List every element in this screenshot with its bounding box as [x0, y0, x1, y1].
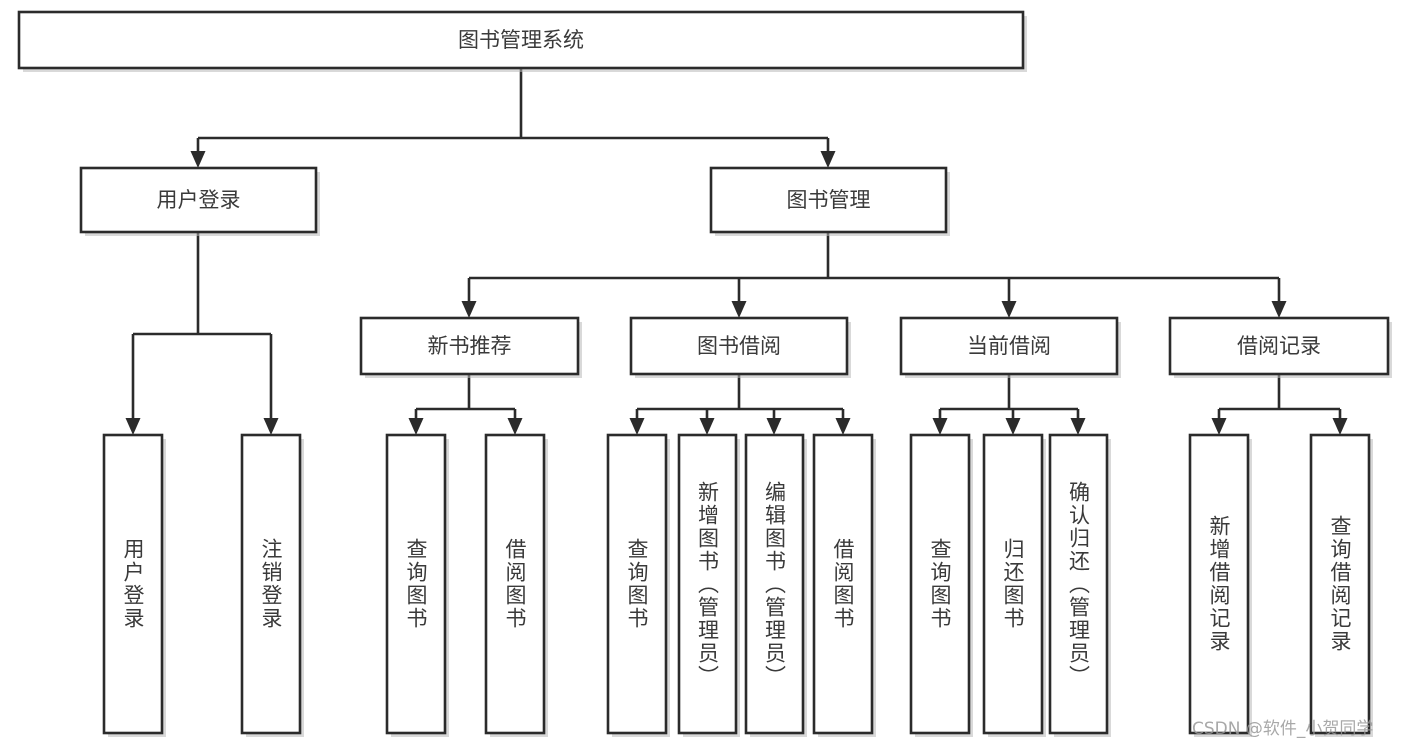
- connector-arrowhead: [1005, 418, 1021, 435]
- node-root-0-图书管理系统-label: 图书管理系统: [458, 28, 584, 52]
- node-level3-0-新书推荐[interactable]: [359, 316, 580, 376]
- node-box-layer: [17, 10, 1392, 737]
- node-leaf-1-注销登录[interactable]: [240, 433, 302, 735]
- connector-arrowhead: [835, 418, 851, 435]
- node-leaf-10-确认归还管理员[interactable]: [1048, 433, 1109, 735]
- node-leaf-0-用户登录[interactable]: [102, 433, 164, 735]
- connector-arrowhead: [766, 418, 782, 435]
- connector-arrowhead: [932, 418, 948, 435]
- node-level2-1-图书管理-label: 图书管理: [787, 188, 871, 212]
- csdn-watermark: CSDN @软件_小贺同学: [1192, 719, 1374, 739]
- node-level3-0-新书推荐-label: 新书推荐: [428, 334, 512, 358]
- node-level3-3-借阅记录[interactable]: [1168, 316, 1390, 376]
- node-leaf-12-查询借阅记录[interactable]: [1309, 433, 1371, 735]
- node-level3-3-借阅记录-label: 借阅记录: [1237, 334, 1321, 358]
- node-leaf-4-查询图书[interactable]: [606, 433, 668, 735]
- connector-arrowhead: [1271, 301, 1287, 318]
- node-leaf-5-新增图书管理员[interactable]: [677, 433, 738, 735]
- connector-bookmgmt-to-level3: [467, 232, 1281, 302]
- node-leaf-3-借阅图书[interactable]: [484, 433, 546, 735]
- connector-borrow-to-leaves: [635, 374, 845, 419]
- node-level2-0-用户登录[interactable]: [79, 166, 318, 234]
- node-leaf-11-新增借阅记录[interactable]: [1188, 433, 1250, 735]
- connector-arrowhead: [461, 301, 477, 318]
- connector-arrowhead: [408, 418, 424, 435]
- node-leaf-8-查询图书[interactable]: [909, 433, 971, 735]
- connector-record-to-leaves: [1217, 374, 1342, 419]
- connector-arrowhead: [1070, 418, 1086, 435]
- node-level2-1-图书管理[interactable]: [709, 166, 948, 234]
- node-level3-2-当前借阅[interactable]: [899, 316, 1119, 376]
- connector-arrowhead: [125, 418, 141, 435]
- node-level3-2-当前借阅-label: 当前借阅: [967, 334, 1051, 358]
- node-leaf-2-查询图书[interactable]: [385, 433, 447, 735]
- connector-root-to-level2: [196, 68, 830, 152]
- connector-arrowhead: [263, 418, 279, 435]
- connector-arrowhead: [629, 418, 645, 435]
- connector-arrowhead: [820, 151, 836, 168]
- connector-current-to-leaves: [938, 374, 1080, 419]
- node-level3-1-图书借阅-label: 图书借阅: [697, 334, 781, 358]
- connector-arrowhead: [1001, 301, 1017, 318]
- node-level2-0-用户登录-label: 用户登录: [157, 188, 241, 212]
- node-leaf-9-归还图书[interactable]: [982, 433, 1044, 735]
- node-root-0-图书管理系统[interactable]: [17, 10, 1025, 70]
- connector-arrowhead: [731, 301, 747, 318]
- connector-arrowhead: [1211, 418, 1227, 435]
- connector-newbook-to-leaves: [414, 374, 517, 419]
- connector-arrowhead: [699, 418, 715, 435]
- connector-arrowhead: [1332, 418, 1348, 435]
- node-leaf-6-编辑图书管理员[interactable]: [744, 433, 805, 735]
- connector-arrowhead: [190, 151, 206, 168]
- connector-layer: [125, 68, 1348, 435]
- connector-arrowhead: [507, 418, 523, 435]
- node-leaf-7-借阅图书[interactable]: [812, 433, 874, 735]
- connector-userlogin-to-leaves: [131, 232, 273, 419]
- node-level3-1-图书借阅[interactable]: [629, 316, 849, 376]
